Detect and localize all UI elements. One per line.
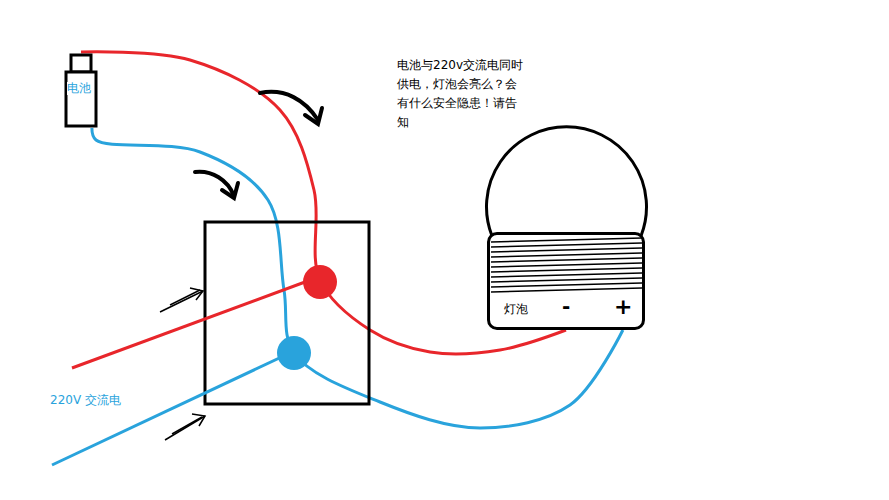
blue-wire: [92, 128, 623, 428]
ac-live-wire: [72, 282, 305, 368]
battery: 电池: [64, 52, 98, 128]
input-arrows: [160, 288, 205, 440]
ac-label: 220V 交流电: [50, 392, 160, 408]
neutral-terminal: [277, 336, 311, 370]
question-note: 电池与220v交流电同时供电，灯泡会亮么？会有什么安全隐患！请告知: [397, 56, 523, 132]
plus-terminal: +: [614, 295, 632, 319]
bulb-label: 灯泡: [504, 303, 528, 316]
ac-neutral-wire: [52, 353, 290, 465]
direction-arrows: [195, 92, 322, 198]
minus-terminal: -: [562, 295, 570, 317]
bulb-base: 灯泡 - +: [487, 232, 645, 330]
battery-label: 电池: [67, 82, 91, 95]
bulb-dome: [487, 127, 647, 236]
red-wire: [81, 52, 566, 354]
live-terminal: [303, 265, 337, 299]
junction-box: [205, 222, 369, 404]
bulb-windings: [491, 238, 642, 292]
